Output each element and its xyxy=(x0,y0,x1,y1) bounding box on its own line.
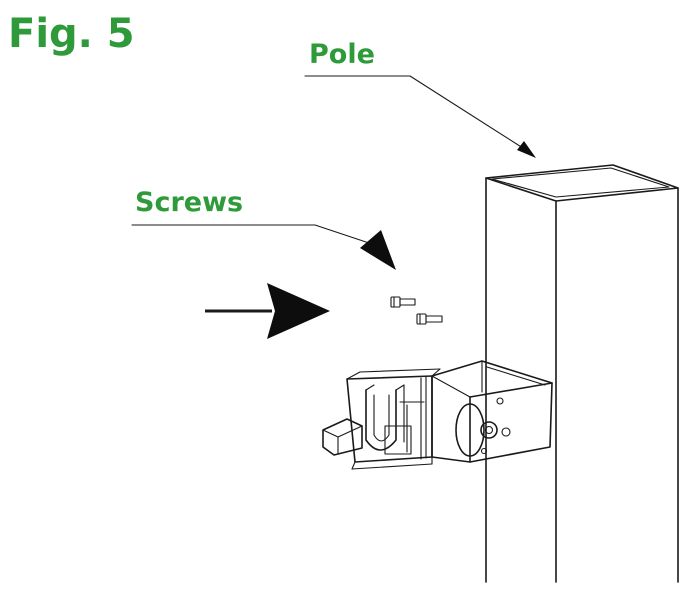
screws-label: Screws xyxy=(135,187,244,218)
screws-leader xyxy=(131,224,396,270)
pole-label: Pole xyxy=(309,39,375,70)
bracket-collar xyxy=(431,360,553,463)
pole-inner-rim xyxy=(491,167,670,198)
bracket-u-slot xyxy=(365,389,397,451)
screw-lower xyxy=(416,313,443,325)
pole-leader xyxy=(304,75,536,158)
pole xyxy=(485,164,679,583)
screws-leader-arrowhead xyxy=(360,230,396,270)
pole-leader-arrowhead xyxy=(517,141,536,158)
mounting-bracket xyxy=(322,360,553,470)
screw-upper xyxy=(390,296,416,308)
center-bolt xyxy=(480,421,498,439)
bracket-tab xyxy=(322,418,363,456)
figure-title: Fig. 5 xyxy=(8,11,135,57)
insert-direction-arrow xyxy=(205,283,330,339)
